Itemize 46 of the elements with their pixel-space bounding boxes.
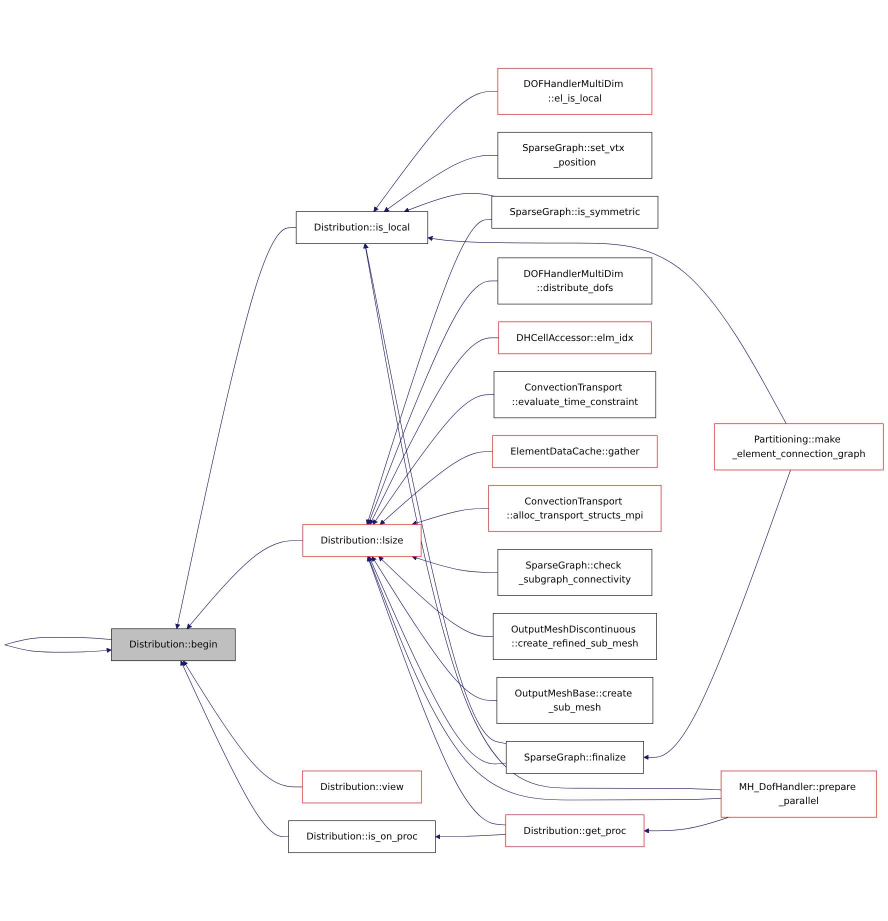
arrow: [404, 192, 496, 212]
arrow: [368, 556, 506, 764]
node-box: OutputMeshDiscontinuous ::create_refined_sub_mesh: [492, 613, 657, 660]
arrow: [378, 556, 494, 637]
arrow: [183, 660, 303, 788]
node-box: Distribution::lsize: [302, 524, 422, 557]
arrow: [367, 556, 722, 800]
arrow: [4, 637, 112, 653]
arrow: [363, 243, 722, 790]
node-box: Distribution::get_proc: [505, 814, 644, 848]
arrow: [435, 834, 506, 840]
arrow: [186, 540, 304, 629]
arrow: [380, 451, 493, 525]
node-box: SparseGraph::is_symmetric: [492, 196, 658, 229]
node-box: SparseGraph::check _subgraph_connectivity: [498, 549, 652, 596]
node-box: Distribution::view: [302, 770, 422, 804]
arrow: [412, 555, 498, 573]
arrow: [412, 508, 490, 526]
arrow: [643, 470, 791, 760]
node-box: Distribution::begin: [111, 628, 236, 662]
arrow: [366, 556, 506, 826]
node-box: SparseGraph::set_vtx _position: [498, 132, 652, 179]
node-box: DOFHandlerMultiDim ::el_is_local: [498, 68, 652, 115]
node-box: DHCellAccessor::elm_idx: [498, 322, 652, 354]
arrow: [372, 556, 498, 701]
node-box: OutputMeshBase::create _sub_mesh: [496, 677, 654, 724]
node-box: ConvectionTransport ::evaluate_time_constraint: [494, 371, 656, 418]
arrow: [367, 280, 498, 525]
node-box: MH_DofHandler::prepare _parallel: [720, 770, 877, 818]
node-box: DOFHandlerMultiDim ::distribute_dofs: [498, 258, 652, 304]
arrow: [644, 816, 730, 834]
arrow: [364, 243, 506, 744]
arrow: [374, 91, 498, 212]
node-box: SparseGraph::finalize: [506, 741, 644, 774]
arrow: [366, 218, 492, 525]
arrow: [175, 227, 296, 629]
node-box: ConvectionTransport ::alloc_transport_structs_mpi: [488, 485, 662, 532]
node-box: Distribution::is_on_proc: [288, 820, 436, 854]
arrow: [180, 660, 289, 838]
node-box: ElementDataCache::gather: [492, 435, 658, 468]
node-box: Distribution::is_local: [296, 211, 428, 244]
arrow: [372, 394, 494, 525]
arrow: [384, 155, 498, 212]
arrow: [428, 236, 787, 424]
arrow: [370, 338, 499, 525]
node-box: Partitioning::make _element_connection_graph: [714, 423, 884, 470]
